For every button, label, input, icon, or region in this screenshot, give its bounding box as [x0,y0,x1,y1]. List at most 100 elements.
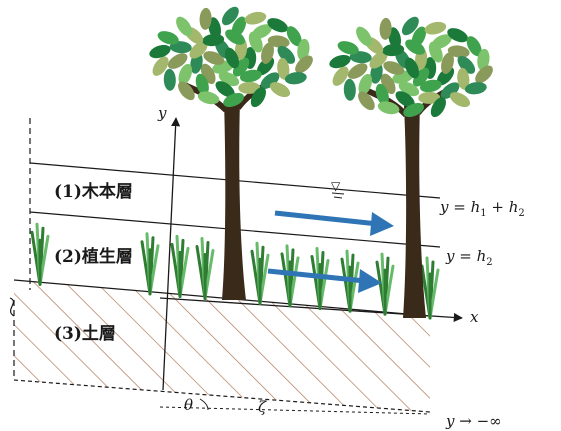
svg-text:▽: ▽ [331,179,341,193]
leaf [358,73,373,95]
leaf [379,17,392,40]
leaf [404,57,420,79]
leaf [169,41,192,54]
leaf [203,51,225,65]
leaf [261,42,274,64]
leaf [260,72,280,89]
leaf [430,97,446,118]
grass-tuft [250,241,270,305]
leaf [163,68,176,91]
tree-layer-label: (1)木本層 [54,181,133,202]
leaf [369,51,388,69]
leaf [477,48,490,71]
leaf [447,45,470,58]
grass-tuft [375,252,395,316]
angle-arc [199,398,209,411]
leaf [167,53,188,69]
leaf [277,57,290,80]
leaf [189,41,208,59]
leaf [377,101,400,115]
leaf [295,55,313,74]
leaf [419,79,442,93]
theta-label: θ [184,396,193,414]
equation-vegetation-top: y = h2 [445,247,493,268]
equation-bottom: y → −∞ [445,412,502,430]
x-axis-label: x [470,308,479,326]
leaf [267,35,290,48]
leaf [411,26,427,48]
leaf [412,67,430,87]
y-axis [162,117,181,391]
leaf [356,26,372,47]
grass-tuft [170,234,190,298]
leaf [157,31,179,45]
grass-tuft [420,256,440,320]
leaf [269,82,291,98]
leaf [199,7,212,30]
leaf [457,67,470,90]
leaf [418,91,441,104]
tree-left [149,6,313,300]
leaf [395,91,415,108]
leaf [375,83,389,106]
grass-tuft [30,222,50,286]
tree-right [329,16,493,318]
leaf [436,67,455,86]
leaf [238,81,261,94]
leaf [152,56,169,76]
leaf [250,87,266,108]
leaf [197,91,220,105]
leaf [388,27,401,49]
leaf [221,6,239,26]
grass-tuft [195,237,215,301]
leaf [440,82,460,99]
leaf [215,81,235,98]
leaf [231,16,247,38]
flow-arrow-lower [267,268,382,293]
flow-arrow-upper [274,210,394,236]
leaf [178,81,195,101]
leaf [284,72,307,85]
leaf [447,28,468,43]
leaf [466,36,482,57]
leaf [449,92,471,108]
leaf [176,16,192,37]
leaf [337,41,359,55]
leaf [223,93,244,107]
y-axis-label: y [157,104,167,122]
leaf [349,51,372,64]
leaf [332,66,349,86]
leaf [441,52,454,74]
equation-top-surface: y = h1 + h2 [439,198,525,219]
leaf [224,47,240,69]
leaf [232,57,250,77]
leaf [256,57,275,76]
leaf [347,63,368,79]
leaf [208,17,221,39]
leaf [401,16,419,36]
leaf [424,21,447,35]
leaf [431,34,452,49]
leaf [297,38,310,61]
leaf [475,65,493,84]
leaf [358,91,375,111]
leaf [195,73,209,96]
leaf [457,55,476,74]
leaf [178,63,193,85]
leaf [251,24,272,39]
zeta-label: ζ [258,398,267,416]
left-boundary [9,118,31,380]
soil-layer-label: (3)土層 [54,323,116,344]
leaf [329,54,351,69]
leaf [239,69,262,83]
leaf [277,45,296,64]
soil-region [13,279,431,413]
vegetation-grass [30,222,440,320]
leaf [343,78,356,101]
leaf [149,44,171,59]
water-surface-symbol: ▽ [331,179,345,199]
leaf [464,82,487,95]
vegetation-layer-label: (2)植生層 [54,246,133,267]
leaf [267,18,288,33]
